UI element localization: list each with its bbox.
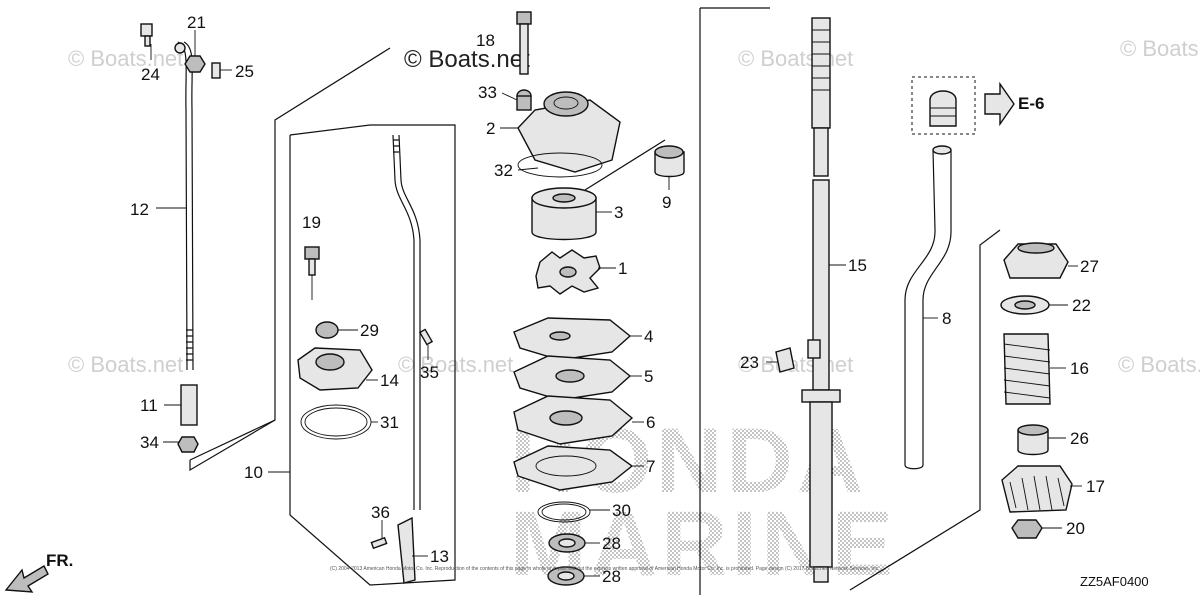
part-13-lever[interactable]: [397, 516, 416, 584]
part-19-shank[interactable]: [308, 258, 316, 276]
arrow-icon: [4, 565, 49, 593]
part-label-32[interactable]: 32: [494, 161, 513, 180]
part-21-nut[interactable]: [184, 55, 206, 73]
part-label-28-upper[interactable]: 28: [602, 534, 621, 553]
part-label-6[interactable]: 6: [646, 413, 655, 432]
part-label-12[interactable]: 12: [130, 200, 149, 219]
part-label-15[interactable]: 15: [848, 256, 867, 275]
watermark: © Boats.net: [1120, 36, 1200, 61]
part-label-3[interactable]: 3: [614, 203, 623, 222]
part-16-spring[interactable]: [1003, 333, 1051, 405]
part-label-34[interactable]: 34: [140, 433, 159, 452]
grommet-assembly: [297, 246, 373, 440]
part-label-36[interactable]: 36: [371, 503, 390, 522]
part-12-eye[interactable]: [174, 42, 186, 54]
part-label-20[interactable]: 20: [1066, 519, 1085, 538]
part-36-pin[interactable]: [370, 536, 388, 550]
part-label-24[interactable]: 24: [141, 65, 160, 84]
diagram-code: ZZ5AF0400: [1080, 574, 1149, 589]
shift-rod-assembly: [140, 23, 221, 453]
part-label-10[interactable]: 10: [244, 463, 263, 482]
part-label-13[interactable]: 13: [430, 547, 449, 566]
part-3-liner[interactable]: [531, 197, 597, 241]
part-29-grommet[interactable]: [315, 321, 339, 339]
part-19-bolt-head[interactable]: [304, 246, 320, 260]
part-10-rod[interactable]: [392, 134, 415, 510]
part-label-23[interactable]: 23: [740, 353, 759, 372]
part-label-30[interactable]: 30: [612, 501, 631, 520]
part-17-pinion[interactable]: [1001, 465, 1073, 513]
part-label-26[interactable]: 26: [1070, 429, 1089, 448]
part-label-1[interactable]: 1: [618, 259, 627, 278]
part-label-4[interactable]: 4: [644, 327, 653, 346]
part-20-nut[interactable]: [1011, 519, 1043, 539]
water-tube: [904, 81, 1015, 470]
part-label-8[interactable]: 8: [942, 309, 951, 328]
part-label-25[interactable]: 25: [235, 62, 254, 81]
part-18-bolt-head[interactable]: [516, 11, 532, 25]
part-7-gasket[interactable]: [513, 445, 634, 491]
part-32-gasket[interactable]: [517, 152, 603, 178]
part-label-22[interactable]: 22: [1072, 296, 1091, 315]
water-pump-stack: [513, 11, 685, 586]
part-34-nut[interactable]: [177, 436, 199, 453]
watermark-main: © Boats.net: [404, 46, 530, 73]
watermark: © Boats.net: [738, 46, 853, 71]
part-label-21[interactable]: 21: [187, 13, 206, 32]
part-label-16[interactable]: 16: [1070, 359, 1089, 378]
part-31-o-ring[interactable]: [300, 404, 372, 440]
part-label-33[interactable]: 33: [478, 83, 497, 102]
e6-grommet[interactable]: [929, 90, 957, 127]
gear-stack: [1000, 242, 1073, 539]
direction-label: FR.: [46, 551, 73, 570]
part-label-29[interactable]: 29: [360, 321, 379, 340]
part-label-19[interactable]: 19: [302, 213, 321, 232]
part-label-7[interactable]: 7: [646, 457, 655, 476]
part-label-18[interactable]: 18: [476, 31, 495, 50]
leader-lines: [150, 30, 1082, 577]
part-9-bushing[interactable]: [654, 151, 685, 178]
part-25-pin[interactable]: [211, 62, 221, 79]
part-label-14[interactable]: 14: [380, 371, 399, 390]
part-24-shank[interactable]: [144, 35, 151, 47]
part-label-31[interactable]: 31: [380, 413, 399, 432]
part-label-9[interactable]: 9: [662, 193, 671, 212]
part-4-gasket[interactable]: [513, 317, 632, 361]
part-label-2[interactable]: 2: [486, 119, 495, 138]
front-direction-indicator: FR.: [4, 551, 73, 593]
part-15-collar[interactable]: [801, 389, 841, 403]
reference-label-e6[interactable]: E-6: [1018, 94, 1044, 113]
part-24-bolt[interactable]: [140, 23, 153, 37]
vertical-shaft: [775, 17, 841, 583]
part-label-27[interactable]: 27: [1080, 257, 1099, 276]
part-23-key[interactable]: [807, 339, 821, 359]
copyright-note: (C) 2004-2013 American Honda Motor Co. I…: [330, 566, 879, 572]
part-27-bearing[interactable]: [1003, 243, 1069, 279]
part-label-28-lower[interactable]: 28: [602, 567, 621, 586]
watermark: © Boats.net: [1118, 352, 1200, 377]
part-35-pin[interactable]: [418, 328, 434, 346]
part-12-rod[interactable]: [177, 41, 188, 371]
part-26-bearing[interactable]: [1017, 429, 1049, 456]
part-15-upper-spline[interactable]: [811, 17, 831, 129]
panel-outlines: [189, 7, 1001, 595]
watermark: © Boats.net: [738, 352, 853, 377]
part-11-collar[interactable]: [180, 384, 198, 426]
part-labels: 24 21 25 12 11 34 10 19 29 14 31 35 36 1…: [130, 13, 1105, 586]
part-8-tube[interactable]: [904, 149, 936, 465]
watermark: © Boats.net: [68, 352, 183, 377]
part-label-11[interactable]: 11: [140, 396, 158, 415]
part-18-bolt[interactable]: [519, 23, 529, 75]
part-label-17[interactable]: 17: [1086, 477, 1105, 496]
part-30-o-ring[interactable]: [537, 501, 591, 523]
watermark: © Boats.net: [398, 352, 513, 377]
part-label-5[interactable]: 5: [644, 367, 653, 386]
part-label-35[interactable]: 35: [420, 363, 439, 382]
shift-rod-2: [370, 134, 434, 584]
watermark: © Boats.net: [68, 46, 183, 71]
ref-arrow[interactable]: [984, 81, 1015, 127]
part-23-key-part[interactable]: [775, 347, 795, 373]
